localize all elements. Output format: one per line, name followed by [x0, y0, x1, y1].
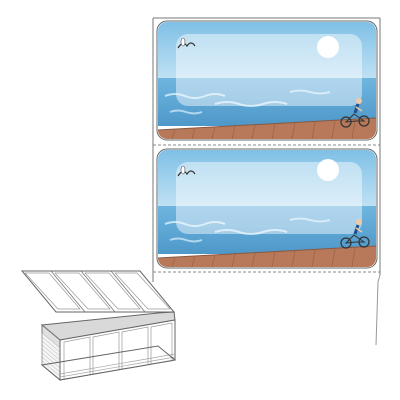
seagull-icon: [177, 37, 196, 49]
fanfold-top-sheet: [20, 270, 176, 313]
sun-icon: [317, 159, 339, 181]
seagull-icon: [177, 165, 196, 177]
label-liner: [152, 17, 381, 346]
cyclist-icon: [340, 98, 370, 128]
fanfold-stack-block: [40, 319, 177, 382]
fanfold-stack: [20, 270, 177, 382]
label-card-2: [156, 148, 378, 269]
printable-area: [176, 162, 362, 234]
label-card-1: [156, 20, 378, 141]
sun-icon: [317, 36, 339, 58]
printable-area: [176, 34, 362, 106]
cyclist-icon: [340, 219, 370, 249]
